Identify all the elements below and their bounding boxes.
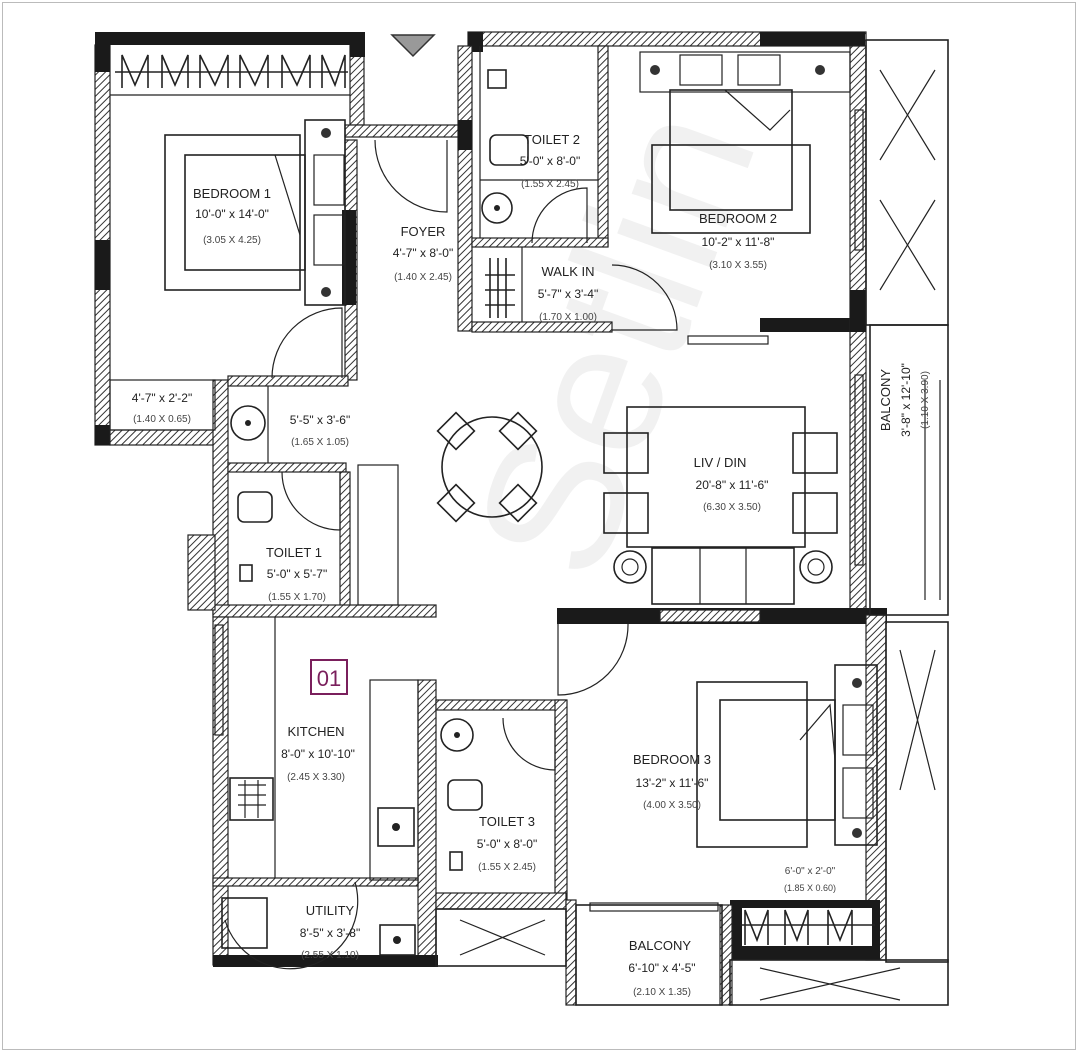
room-name: TOILET 2 [524,132,580,147]
room-dim-m: (1.40 X 2.45) [394,272,452,283]
room-bedroom2: BEDROOM 2 10'-2" x 11'-8" (3.10 X 3.55) [699,211,777,271]
room-name: BEDROOM 1 [193,186,271,201]
room-dim-m: (2.55 X 1.10) [301,950,359,961]
stove-icon [229,777,274,821]
room-balcony-right: BALCONY 3'-8" x 12'-10" (1.10 X 3.90) [878,363,931,437]
room-dim-ft: 10'-0" x 14'-0" [195,207,269,221]
room-dim-ft: 3'-8" x 12'-10" [899,363,913,437]
room-passage: 5'-5" x 3'-6" (1.65 X 1.05) [290,413,350,448]
room-dim-m: (2.45 X 3.30) [287,772,345,783]
room-toilet3: TOILET 3 5'-0" x 8'-0" (1.55 X 2.45) [477,814,537,873]
room-name: TOILET 1 [266,545,322,560]
room-dim-m: (1.40 X 0.65) [133,414,191,425]
room-dress1: 4'-7" x 2'-2" (1.40 X 0.65) [132,391,192,425]
room-dim-ft: 8'-5" x 3'-8" [300,926,360,940]
room-dim-ft: 6'-0" x 2'-0" [785,866,836,877]
sofa-icon [603,406,838,605]
room-dim-m: (1.70 X 1.00) [539,312,597,323]
room-dim-ft: 20'-8" x 11'-6" [696,478,769,492]
room-foyer: FOYER 4'-7" x 8'-0" (1.40 X 2.45) [393,224,453,283]
room-dim-m: (4.00 X 3.50) [643,800,701,811]
room-dim-ft: 5'-5" x 3'-6" [290,413,350,427]
bed-icon [696,664,878,848]
room-dim-ft: 5'-7" x 3'-4" [538,287,598,301]
room-name: BEDROOM 2 [699,211,777,226]
room-kitchen: KITCHEN 8'-0" x 10'-10" (2.45 X 3.30) [281,724,355,783]
unit-label-box [310,659,348,695]
room-name: BEDROOM 3 [633,752,711,767]
room-name: BALCONY [629,938,691,953]
room-name: KITCHEN [287,724,344,739]
dining-table-icon [436,411,543,523]
room-dim-m: (6.30 X 3.50) [703,502,761,513]
room-name: BALCONY [878,369,893,431]
room-name: WALK IN [542,264,595,279]
room-name: UTILITY [306,903,355,918]
room-dim-m: (3.05 X 4.25) [203,235,261,246]
room-name: FOYER [401,224,446,239]
room-dim-ft: 4'-7" x 2'-2" [132,391,192,405]
room-dim-m: (1.55 X 1.70) [268,592,326,603]
room-name: TOILET 3 [479,814,535,829]
wardrobe-icon [115,54,875,945]
unit-label: 01 [317,666,341,691]
room-dim-ft: 4'-7" x 8'-0" [393,246,453,260]
room-dim-m: (1.65 X 1.05) [291,437,349,448]
room-livdin: LIV / DIN 20'-8" x 11'-6" (6.30 X 3.50) [694,455,769,513]
room-dim-ft: 5'-0" x 5'-7" [267,567,327,581]
room-dim-m: (1.10 X 3.90) [920,371,931,429]
washbasin-icon [230,69,513,871]
room-dim-m: (3.10 X 3.55) [709,260,767,271]
room-balcony-bottom: BALCONY 6'-10" x 4'-5" (2.10 X 1.35) [628,938,695,998]
sink-icon [221,807,416,956]
room-dim-ft: 10'-2" x 11'-8" [702,235,775,249]
room-dim-ft: 5'-0" x 8'-0" [520,154,580,168]
room-dim-m: (1.85 X 0.60) [784,883,836,893]
room-dim-m: (2.10 X 1.35) [633,987,691,998]
room-dress3: 6'-0" x 2'-0" (1.85 X 0.60) [784,866,836,893]
balcony-outlines [435,39,949,1006]
room-bedroom1: BEDROOM 1 10'-0" x 14'-0" (3.05 X 4.25) [193,186,271,246]
bed-icon [164,119,346,306]
room-dim-ft: 6'-10" x 4'-5" [628,961,695,975]
room-utility: UTILITY 8'-5" x 3'-8" (2.55 X 1.10) [300,903,360,961]
room-dim-ft: 13'-2" x 11'-6" [636,776,709,790]
room-walkin: WALK IN 5'-7" x 3'-4" (1.70 X 1.00) [538,264,598,323]
room-name: LIV / DIN [694,455,747,470]
room-dim-ft: 5'-0" x 8'-0" [477,837,537,851]
entrance-arrow-icon [390,34,436,58]
room-dim-m: (1.55 X 2.45) [478,862,536,873]
interior-lines [109,46,864,912]
door-swing-icons [224,139,678,970]
room-bedroom3: BEDROOM 3 13'-2" x 11'-6" (4.00 X 3.50) [633,752,711,811]
room-toilet1: TOILET 1 5'-0" x 5'-7" (1.55 X 1.70) [266,545,327,603]
room-dim-ft: 8'-0" x 10'-10" [281,747,355,761]
room-toilet2: TOILET 2 5'-0" x 8'-0" (1.55 X 2.45) [520,132,580,190]
bed-icon [639,51,851,234]
toilet-icon [237,134,529,811]
watermark: Setlin [434,82,796,601]
room-dim-m: (1.55 X 2.45) [521,179,579,190]
